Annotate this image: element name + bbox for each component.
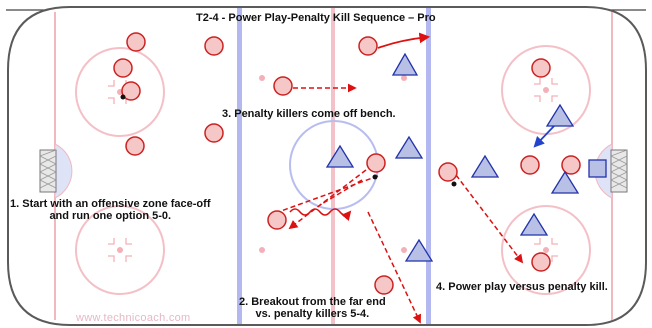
player-circle-icon (126, 32, 146, 52)
puck-carry-arrow (289, 208, 352, 221)
note-2-line-2: vs. penalty killers 5-4. (255, 308, 370, 320)
skate-arrow-blue (533, 124, 556, 148)
player-circle-icon (531, 252, 551, 272)
player-triangle-icon (519, 212, 549, 236)
puck-icon (451, 181, 457, 187)
player-circle-icon (204, 123, 224, 143)
blue-line-left (237, 8, 242, 324)
player-circle-icon (125, 136, 145, 156)
player-circle-icon (531, 58, 551, 78)
note-4: 4. Power play versus penalty kill. (436, 281, 608, 293)
pass-arrow (269, 175, 379, 216)
neutral-dot (401, 75, 407, 81)
player-circle-icon (113, 58, 133, 78)
player-circle-icon (438, 162, 458, 182)
player-circle-icon (366, 153, 386, 173)
faceoff-circle-left-bottom (75, 205, 165, 295)
player-triangle-icon (404, 238, 434, 262)
faceoff-circle-right-bottom (501, 205, 591, 295)
player-triangle-icon (394, 135, 424, 159)
crease-left (54, 143, 73, 199)
diagram-title: T2-4 - Power Play-Penalty Kill Sequence … (196, 12, 436, 24)
player-triangle-icon (545, 103, 575, 127)
goalie-square-icon (588, 159, 607, 178)
note-2: 2. Breakout from the far end vs. penalty… (239, 296, 386, 320)
player-triangle-icon (325, 144, 355, 168)
player-circle-icon (121, 81, 141, 101)
player-circle-icon (374, 275, 394, 295)
player-triangle-icon (550, 170, 580, 194)
note-1-line-2: and run one option 5-0. (49, 210, 172, 222)
player-triangle-icon (391, 52, 419, 76)
note-4-line-1: 4. Power play versus penalty kill. (436, 281, 608, 293)
pass-arrow (367, 211, 421, 324)
player-circle-icon (561, 155, 581, 175)
note-3: 3. Penalty killers come off bench. (222, 108, 396, 120)
player-triangle-icon (470, 154, 500, 178)
neutral-dot (401, 247, 407, 253)
note-1-line-1: 1. Start with an offensive zone face-off (10, 198, 211, 210)
goal-net-icon (39, 149, 57, 193)
note-1: 1. Start with an offensive zone face-off… (10, 198, 210, 222)
pass-arrow (455, 174, 524, 264)
puck-icon (372, 174, 378, 180)
note-2-line-1: 2. Breakout from the far end (239, 296, 386, 308)
puck-icon (120, 94, 126, 100)
player-circle-icon (273, 76, 293, 96)
neutral-dot (259, 75, 265, 81)
watermark: www.technicoach.com (76, 312, 191, 324)
player-circle-icon (204, 36, 224, 56)
goal-net-icon (610, 149, 628, 193)
blue-line-right (426, 8, 431, 324)
skate-arrow (377, 32, 431, 49)
pass-arrow (319, 179, 363, 206)
neutral-dot (259, 247, 265, 253)
player-circle-icon (358, 36, 378, 56)
player-circle-icon (267, 210, 287, 230)
note-3-line-1: 3. Penalty killers come off bench. (222, 108, 396, 120)
player-circle-icon (520, 155, 540, 175)
